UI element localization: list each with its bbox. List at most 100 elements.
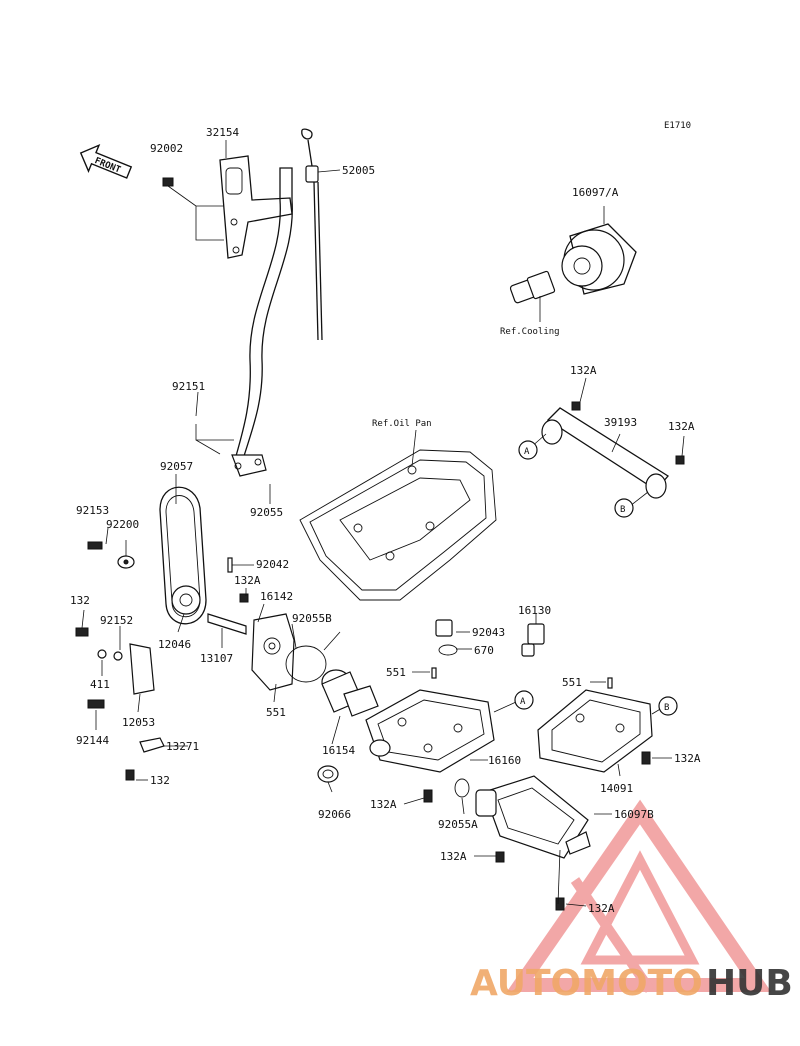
pipe-39193 <box>529 407 669 507</box>
cover-14091 <box>537 689 663 773</box>
ref-cooling-label: Ref.Cooling <box>500 327 560 337</box>
label-92144: 92144 <box>76 734 109 747</box>
dipstick-52005 <box>301 128 341 341</box>
spring-92144-icon <box>87 699 105 709</box>
label-16097b: 16097B <box>614 808 654 821</box>
bolt-92153-icon <box>87 541 103 550</box>
shaft-13107 <box>207 613 247 635</box>
label-132-lower: 132 <box>150 774 170 787</box>
label-16142: 16142 <box>260 590 293 603</box>
callout-b-lower: B <box>658 696 678 716</box>
bolt-92002-icon <box>162 177 224 241</box>
leader-lines <box>81 140 672 907</box>
label-132a-bottom: 132A <box>588 902 615 915</box>
switch-16130 <box>521 623 545 657</box>
label-32154: 32154 <box>206 126 239 139</box>
svg-text:A: A <box>520 697 526 707</box>
oil-pump-16142 <box>251 613 295 691</box>
plate-13271 <box>139 737 165 753</box>
callout-b-upper: B <box>614 498 634 518</box>
watermark-logo <box>506 799 772 993</box>
label-92055a: 92055A <box>438 818 478 831</box>
washer-92200 <box>117 555 135 569</box>
oring-92055b <box>285 645 327 683</box>
oring-670 <box>438 644 458 656</box>
bolt-132a-cover-lower-icon <box>495 851 505 863</box>
oil-pan-reference <box>299 429 497 601</box>
bracket-12053 <box>129 643 155 695</box>
label-132a-pump: 132A <box>234 574 261 587</box>
front-arrow-icon: FRONT <box>79 143 133 179</box>
callout-a-upper: A <box>518 440 538 460</box>
sprocket-12046 <box>171 585 201 615</box>
oil-filter-fitting <box>509 270 556 322</box>
label-16154: 16154 <box>322 744 355 757</box>
ref-oil-pan-label: Ref.Oil Pan <box>372 419 432 429</box>
pin-551-left <box>431 667 437 679</box>
oring-92055a <box>454 778 470 798</box>
label-12053: 12053 <box>122 716 155 729</box>
label-39193: 39193 <box>604 416 637 429</box>
label-13271: 13271 <box>166 740 199 753</box>
label-92066: 92066 <box>318 808 351 821</box>
bolt-132a-pump-icon <box>239 593 249 603</box>
label-52005: 52005 <box>342 164 375 177</box>
oil-pipe-16160 <box>365 689 517 773</box>
callout-a-lower: A <box>514 690 534 710</box>
label-132: 132 <box>70 594 90 607</box>
label-551-left: 551 <box>266 706 286 719</box>
label-16097a: 16097/A <box>572 186 619 199</box>
label-92151: 92151 <box>172 380 205 393</box>
svg-text:A: A <box>524 447 530 457</box>
label-92057: 92057 <box>160 460 193 473</box>
label-132a-center: 132A <box>370 798 397 811</box>
diagram-id: E1710 <box>664 121 691 131</box>
watermark-part1: AUTOMOTO <box>470 963 703 1004</box>
label-132a-cover-lower: 132A <box>440 850 467 863</box>
label-16130: 16130 <box>518 604 551 617</box>
label-92153: 92153 <box>76 504 109 517</box>
bolt-132a-upper-icon <box>571 377 587 411</box>
label-551-right: 551 <box>562 676 582 689</box>
label-132a-cover: 132A <box>674 752 701 765</box>
bolt-132a-bottom-icon <box>555 897 565 911</box>
collar-92043 <box>435 619 453 637</box>
label-14091: 14091 <box>600 782 633 795</box>
bolt-132-icon <box>75 627 89 637</box>
label-92055: 92055 <box>250 506 283 519</box>
label-132a-pipe-right: 132A <box>668 420 695 433</box>
bolt-132a-cover-icon <box>641 751 651 765</box>
pin-92042 <box>227 557 254 573</box>
watermark-part2: HUB <box>706 963 793 1004</box>
washer-411 <box>97 649 107 659</box>
label-551-center: 551 <box>386 666 406 679</box>
label-411: 411 <box>90 678 110 691</box>
oil-filter-16097a <box>561 206 637 295</box>
label-92042: 92042 <box>256 558 289 571</box>
plug-92066 <box>317 765 339 783</box>
label-16160: 16160 <box>488 754 521 767</box>
label-92152: 92152 <box>100 614 133 627</box>
label-132a-pipe-top: 132A <box>570 364 597 377</box>
part-labels: 32154 92002 52005 16097/A 92151 39193 13… <box>70 126 701 915</box>
label-92200: 92200 <box>106 518 139 531</box>
label-13107: 13107 <box>200 652 233 665</box>
watermark-text: AUTOMOTO HUB <box>470 963 793 1004</box>
dipstick-tube <box>231 167 293 477</box>
relief-valve-16154 <box>321 669 379 717</box>
label-92043: 92043 <box>472 626 505 639</box>
bolt-132a-right-icon <box>675 435 685 465</box>
label-92002: 92002 <box>150 142 183 155</box>
bolt-132a-center-icon <box>423 789 433 803</box>
label-12046: 12046 <box>158 638 191 651</box>
svg-text:B: B <box>620 505 625 515</box>
bolt-92152-icon <box>113 651 123 661</box>
pin-551-right <box>607 677 613 689</box>
label-92055b: 92055B <box>292 612 332 625</box>
label-670: 670 <box>474 644 494 657</box>
bracket-32154 <box>219 155 293 259</box>
bolt-132-lower-icon <box>125 769 135 781</box>
cooler-cover-16097b <box>475 775 591 859</box>
svg-text:B: B <box>664 703 669 713</box>
